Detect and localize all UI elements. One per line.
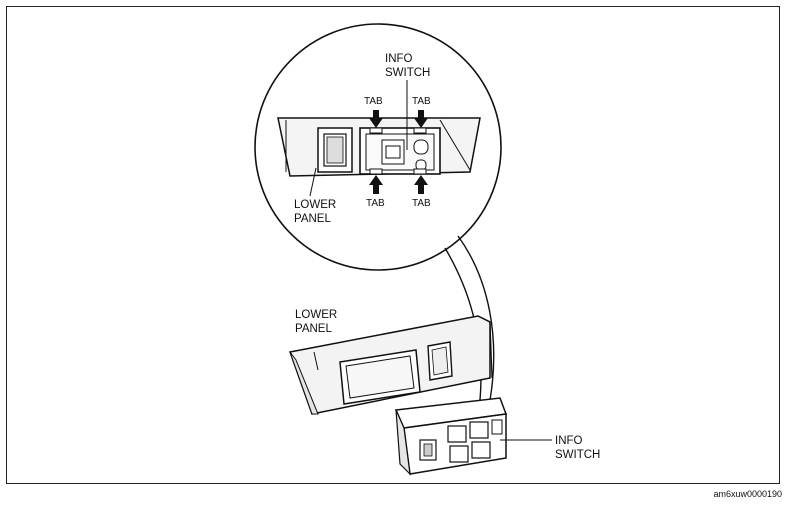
info-switch-main-label-1: INFO [555,435,583,447]
main-lower-panel [289,315,493,415]
lower-panel-main-label-1: LOWER [295,309,337,321]
tab-bottom-right-label: TAB [412,198,431,209]
lower-panel-main-leader [313,351,319,371]
tab-top-right-label: TAB [412,96,431,107]
figure-code: am6xuw0000190 [713,489,782,499]
info-switch-top-label-2: SWITCH [385,67,430,79]
lower-panel-detail-label-1: LOWER [294,199,336,211]
lower-panel-main-label-2: PANEL [295,323,332,335]
info-switch-top-label-1: INFO [385,53,413,65]
tab-arrows [369,110,428,194]
tab-bottom-left-label: TAB [366,198,385,209]
main-info-switch [394,397,508,476]
detail-lower-panel [277,117,481,177]
figure-frame [6,6,780,484]
info-switch-main-label-2: SWITCH [555,449,600,461]
tab-top-left-label: TAB [364,96,383,107]
lower-panel-detail-leader [309,167,317,197]
lower-panel-detail-label-2: PANEL [294,213,331,225]
